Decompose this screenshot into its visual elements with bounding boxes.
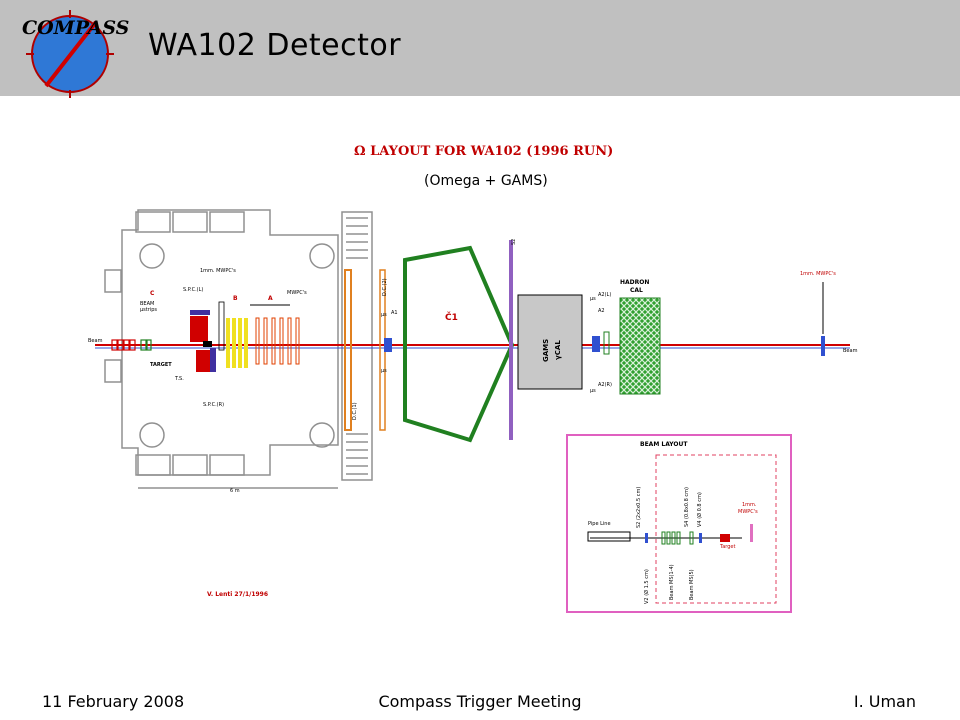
label-c1: Č1 xyxy=(445,311,458,323)
target xyxy=(203,341,212,347)
label-cal: CAL xyxy=(630,287,643,294)
label-spc-r: S.P.C.(R) xyxy=(203,402,224,408)
inset-title: BEAM LAYOUT xyxy=(640,441,688,448)
label-dc1: D.C.(1) xyxy=(352,402,358,420)
label-c: C xyxy=(150,290,155,297)
inset-dashed xyxy=(655,454,777,604)
label-1mm-mwpc: 1mm. MWPC's xyxy=(200,268,236,274)
mwpc-downstream xyxy=(821,336,825,356)
inset-pipe-label: Pipe Line xyxy=(588,521,611,527)
label-spc-l: S.P.C.(L) xyxy=(183,287,203,293)
label-mwpcs: MWPC's xyxy=(287,290,307,296)
label-s2: S2 xyxy=(511,239,517,245)
spc-r-bottom xyxy=(210,348,216,372)
diagram-subheading: (Omega + GAMS) xyxy=(424,173,548,189)
label-a2r: A2(R) xyxy=(598,382,612,388)
footer-meeting: Compass Trigger Meeting xyxy=(378,692,582,711)
label-6m: 6 m xyxy=(230,488,240,494)
inset-ms2 xyxy=(666,531,671,545)
label-mu-r2: µs xyxy=(590,388,596,394)
hadron-calorimeter xyxy=(619,297,661,395)
inset-frame xyxy=(566,434,792,613)
label-target: TARGET xyxy=(150,362,172,368)
cerenkov-c1 xyxy=(403,245,515,443)
inset-1mm-label: 1mm. xyxy=(742,502,757,508)
logo-text: COMPASS xyxy=(22,17,129,39)
beam-label-right: Beam xyxy=(843,348,858,354)
label-gams: GAMS xyxy=(542,339,550,362)
beam-layout-inset: BEAM LAYOUT Pipe Line Target 1mm. MWPC's… xyxy=(566,434,792,613)
footer-date: 11 February 2008 xyxy=(42,692,185,711)
inset-mwpcs-label: MWPC's xyxy=(738,509,758,515)
spc-r-chamber xyxy=(196,350,212,372)
magnet-coil-right xyxy=(341,211,373,481)
inset-ms1 xyxy=(661,531,666,545)
inset-beam-ms-label: Beam MS(1-4) xyxy=(669,564,675,600)
inset-s4-label: S4 (0.8x0.8 cm) xyxy=(684,487,690,527)
inset-ms5 xyxy=(689,531,694,545)
label-a2l: A2(L) xyxy=(598,292,611,298)
a2-counter xyxy=(592,336,600,352)
inset-s2-label: S2 (2x2x0.5 cm) xyxy=(636,487,642,528)
label-mu-bot: µs xyxy=(381,368,387,374)
label-mu-r1: µs xyxy=(590,296,596,302)
inset-beam-ms2-label: Beam MS(5) xyxy=(689,569,695,600)
header-bar xyxy=(0,0,960,96)
mwpc-a xyxy=(255,317,300,365)
label-mu-top: µs xyxy=(381,312,387,318)
a1-counter xyxy=(384,338,392,352)
inset-v4-label: V4 (Ø 0.8 cm) xyxy=(696,492,703,527)
compass-logo: COMPASS xyxy=(22,10,129,98)
footer-author: I. Uman xyxy=(853,692,916,711)
inset-target-label: Target xyxy=(719,544,736,550)
gams-calorimeter xyxy=(517,294,583,390)
label-b: B xyxy=(233,295,238,302)
inset-ms3 xyxy=(671,531,676,545)
inset-v2-label: V2 (Ø 1.5 cm) xyxy=(643,569,650,604)
spc-l-top xyxy=(190,310,210,315)
inset-v2 xyxy=(645,533,648,543)
a2-counter-green xyxy=(603,331,610,355)
logo-needle xyxy=(44,20,98,88)
s2-wall xyxy=(509,240,513,440)
label-dc2: D.C.(2) xyxy=(382,278,388,296)
label-ts: T.S. xyxy=(174,376,184,382)
inset-target xyxy=(720,534,730,542)
label-a1: A1 xyxy=(391,310,398,316)
beam-label-left: Beam xyxy=(88,338,103,344)
label-beam-strips: BEAM xyxy=(140,301,154,307)
label-gcal: γCAL xyxy=(554,340,562,360)
diagram-heading: Ω LAYOUT FOR WA102 (1996 RUN) xyxy=(354,144,613,159)
beam-chambers xyxy=(111,339,152,351)
drift-chamber-1 xyxy=(344,269,352,431)
label-hadron: HADRON xyxy=(620,279,649,286)
inset-ms4 xyxy=(676,531,681,545)
detector-layout-figure: Ω LAYOUT FOR WA102 (1996 RUN) (Omega + G… xyxy=(88,144,858,613)
credit-text: V. Lenti 27/1/1996 xyxy=(207,591,268,598)
mwpc-1mm xyxy=(218,301,225,351)
omega-magnet xyxy=(104,209,339,489)
label-1mm-right: 1mm. MWPC's xyxy=(800,271,836,277)
label-a2: A2 xyxy=(598,308,605,314)
label-beam-strips-2: µstrips xyxy=(140,307,157,313)
spc-l-chamber xyxy=(190,316,208,342)
label-a: A xyxy=(268,295,273,302)
inset-s4 xyxy=(699,533,702,543)
inset-pipe xyxy=(587,531,631,542)
slide-title: WA102 Detector xyxy=(148,28,402,63)
mwpc-b xyxy=(226,318,248,368)
inset-1mm-mwpc xyxy=(750,524,753,542)
